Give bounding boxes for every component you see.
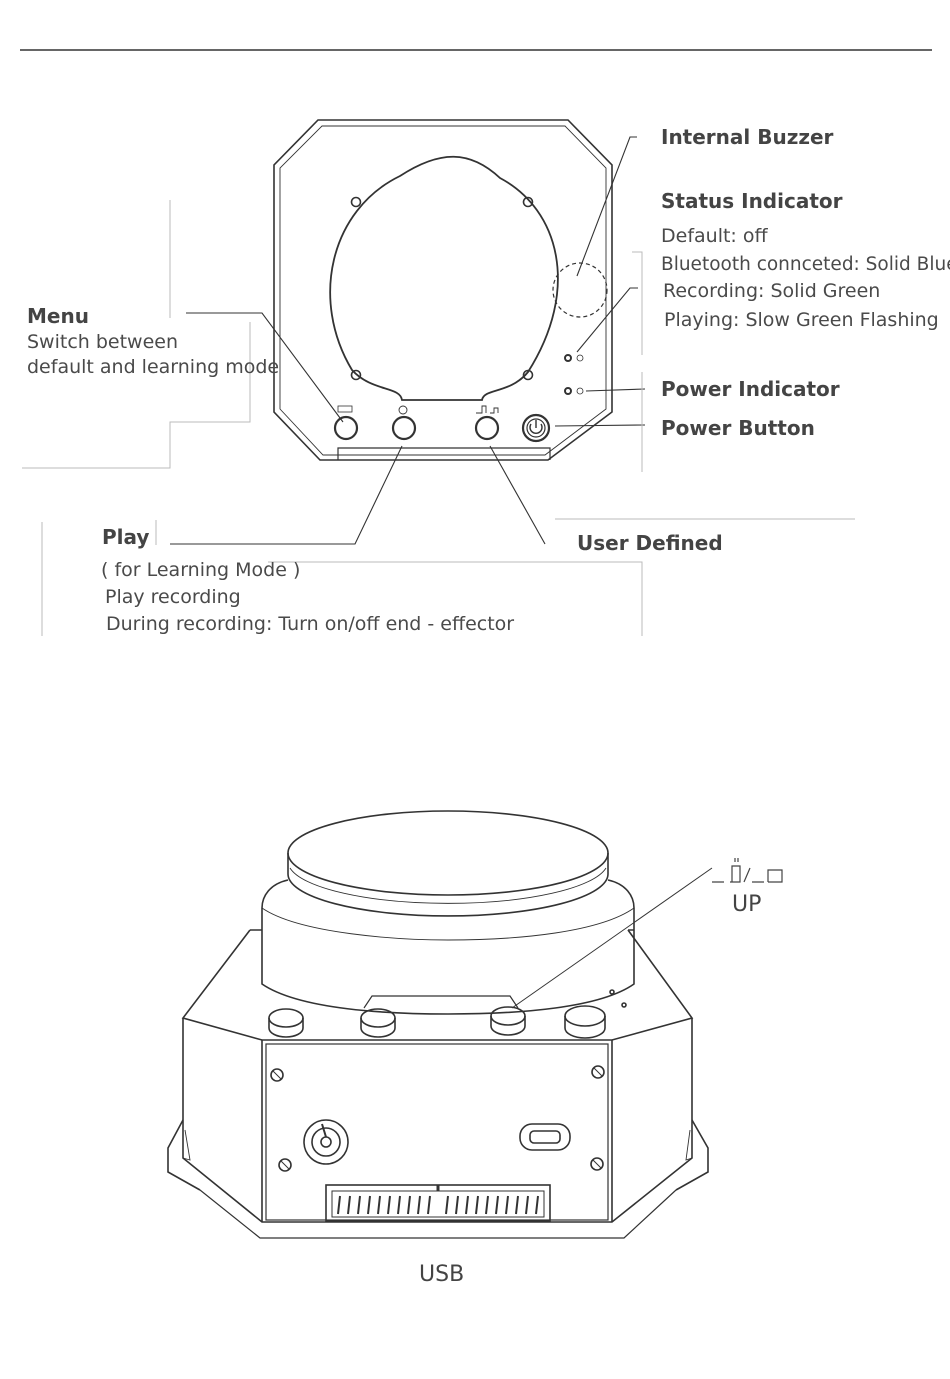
play-line: Play recording bbox=[105, 586, 241, 608]
power-indicator-label: Power Indicator bbox=[661, 377, 840, 401]
menu-line: Switch between bbox=[27, 331, 179, 353]
device-top-view bbox=[273, 119, 613, 461]
power-led bbox=[564, 387, 572, 395]
play-line: ( for Learning Mode ) bbox=[101, 559, 301, 581]
buzzer-outline bbox=[552, 262, 608, 318]
status-line: Default: off bbox=[661, 225, 768, 247]
play-button bbox=[391, 415, 417, 441]
up-leader-line bbox=[511, 867, 713, 1009]
status-line: Bluetooth connceted: Solid Blue bbox=[661, 254, 950, 275]
device-3d-view bbox=[167, 810, 709, 1239]
status-indicator-label: Status Indicator bbox=[661, 189, 843, 213]
power-button bbox=[521, 413, 551, 443]
up-label: UP bbox=[732, 892, 762, 917]
light-frame-lines bbox=[22, 200, 855, 636]
menu-label: Menu bbox=[27, 304, 89, 328]
usb-port bbox=[519, 1123, 571, 1151]
top-leader-lines bbox=[170, 136, 646, 545]
menu-button bbox=[333, 415, 359, 441]
status-line: Recording: Solid Green bbox=[663, 280, 881, 302]
user-defined-label: User Defined bbox=[577, 531, 723, 555]
status-line: Playing: Slow Green Flashing bbox=[664, 309, 939, 331]
play-label: Play bbox=[102, 525, 150, 549]
menu-line: default and learning mode bbox=[27, 356, 280, 378]
power-button-label: Power Button bbox=[661, 416, 815, 440]
status-led bbox=[564, 354, 572, 362]
usb-label: USB bbox=[419, 1262, 465, 1287]
play-line: During recording: Turn on/off end - effe… bbox=[106, 613, 515, 635]
user-defined-button bbox=[474, 415, 500, 441]
internal-buzzer-label: Internal Buzzer bbox=[661, 125, 834, 149]
up-icon bbox=[712, 858, 783, 883]
